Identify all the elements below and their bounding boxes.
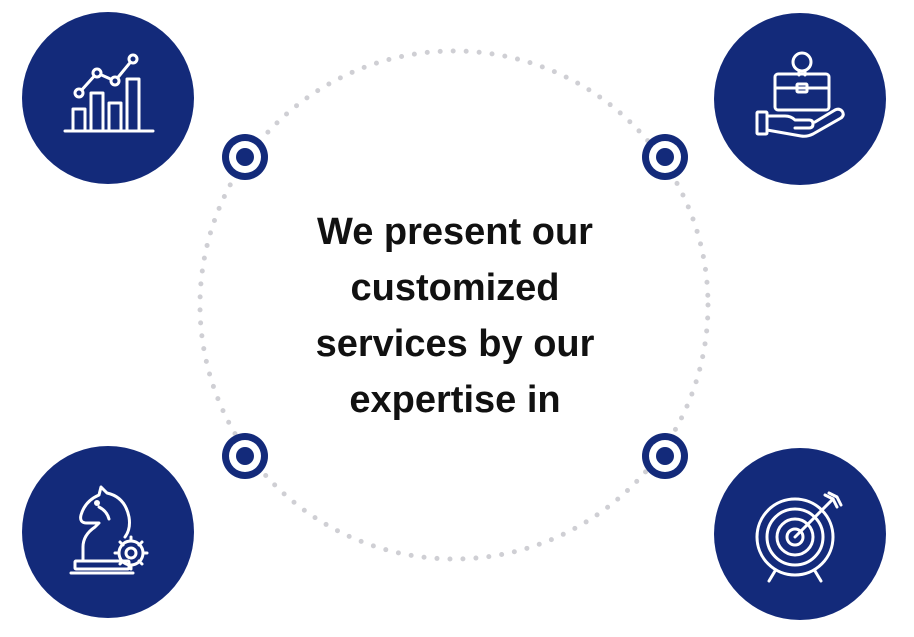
badge-growth-chart [22, 12, 194, 184]
connector-node-bottom-right [642, 433, 688, 479]
chess-knight-gear-icon [69, 485, 149, 575]
badge-strategy [22, 446, 194, 618]
connector-node-top-left [222, 134, 268, 180]
connector-node-bottom-left [222, 433, 268, 479]
target-arrow-icon [755, 491, 843, 583]
connector-node-top-right [642, 134, 688, 180]
badge-target [714, 448, 886, 620]
briefcase-idea-hand-icon [755, 51, 845, 138]
bar-chart-growth-icon [63, 53, 155, 133]
badge-business-idea [714, 13, 886, 185]
center-statement: We present our customized services by ou… [315, 211, 595, 421]
